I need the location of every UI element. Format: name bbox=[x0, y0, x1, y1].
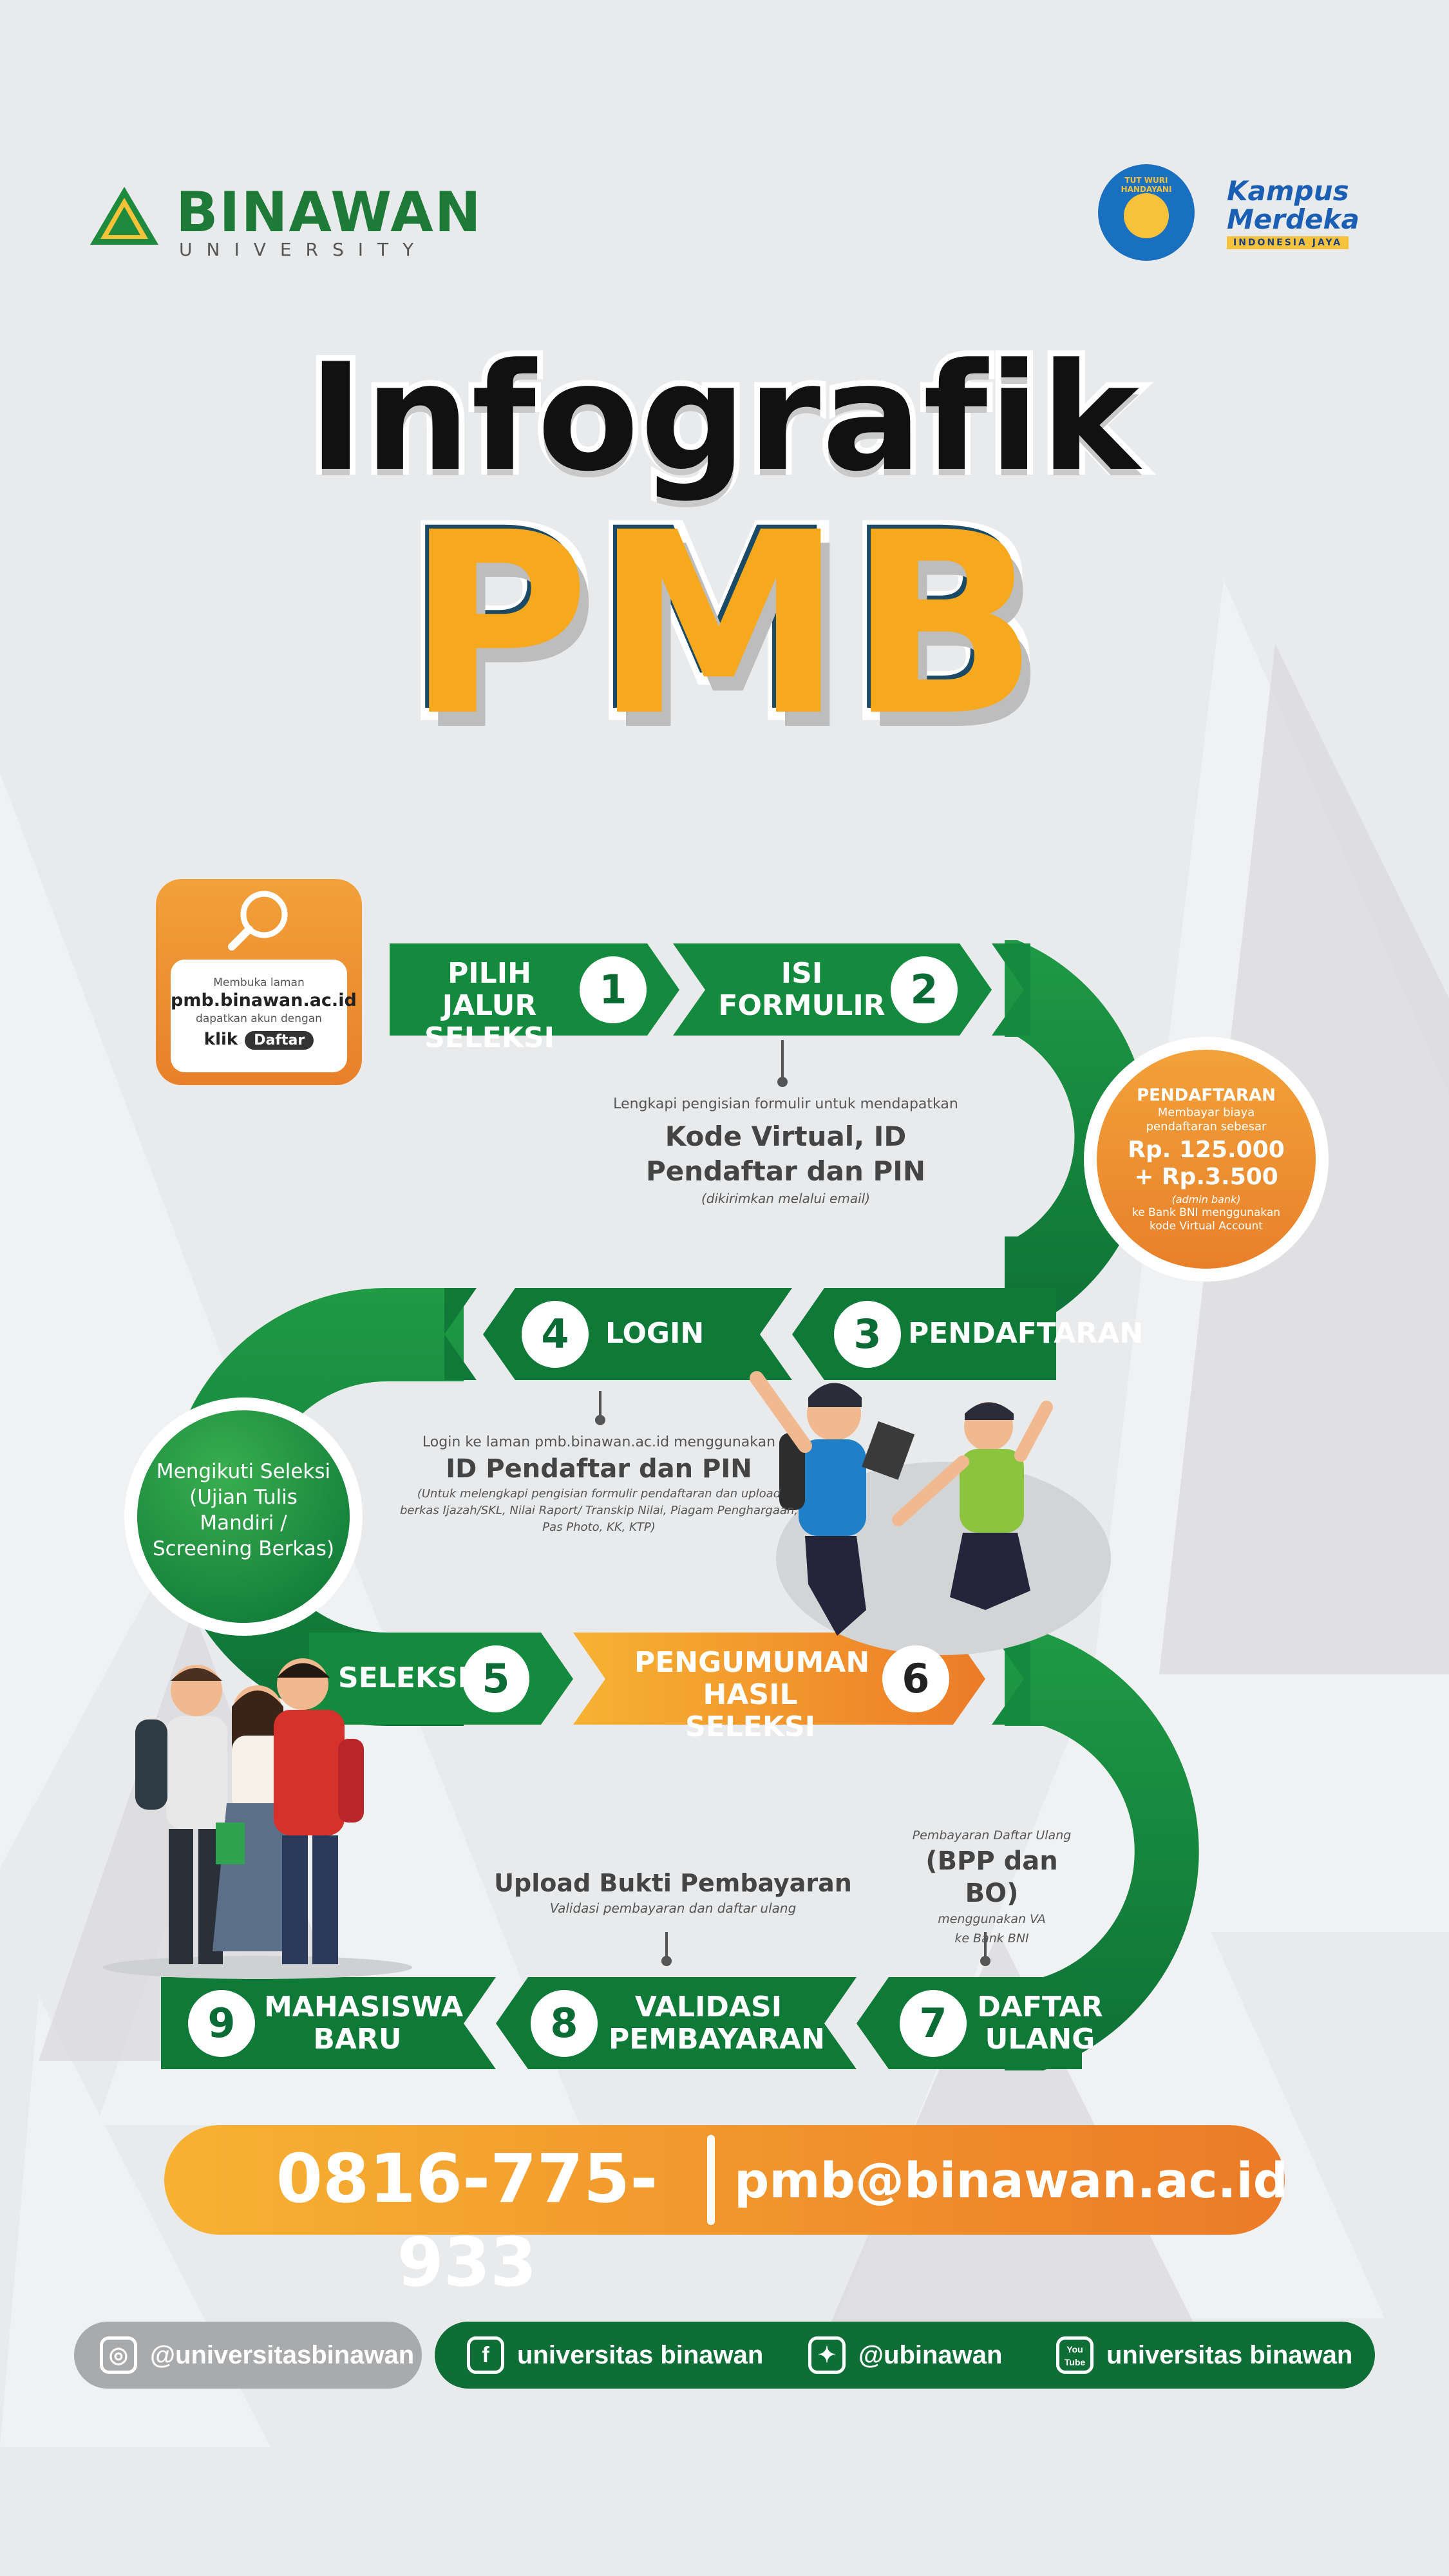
step-5-number: 5 bbox=[462, 1645, 529, 1712]
pendaftaran-title: PENDAFTARAN bbox=[1137, 1086, 1276, 1105]
note-validasi-main: Upload Bukti Pembayaran bbox=[494, 1869, 852, 1897]
note-login-main: ID Pendaftar dan PIN bbox=[446, 1454, 752, 1484]
twitter-link[interactable]: ✦ @ubinawan bbox=[808, 2322, 1002, 2389]
step-4-label: LOGIN bbox=[605, 1317, 705, 1350]
note-daftar-ulang-intro: Pembayaran Daftar Ulang bbox=[912, 1828, 1072, 1842]
note-validasi-sub: Validasi pembayaran dan daftar ulang bbox=[549, 1900, 797, 1916]
step-1-label: PILIH JALUR SELEKSI bbox=[424, 957, 554, 1054]
twitter-handle: @ubinawan bbox=[858, 2340, 1003, 2369]
instagram-pill[interactable]: ◎ @universitasbinawan bbox=[74, 2322, 422, 2389]
step-8-number: 8 bbox=[531, 1990, 598, 2057]
youtube-icon: You Tube bbox=[1056, 2336, 1094, 2374]
note-login: Login ke laman pmb.binawan.ac.id menggun… bbox=[393, 1433, 805, 1536]
note-login-intro: Login ke laman pmb.binawan.ac.id menggun… bbox=[422, 1434, 776, 1450]
title-infografik: Infografik bbox=[303, 329, 1146, 508]
instagram-handle: @universitasbinawan bbox=[150, 2340, 415, 2369]
daftar-button[interactable]: Daftar bbox=[245, 1031, 314, 1050]
twitter-icon: ✦ bbox=[808, 2336, 846, 2374]
step-2-label: ISI FORMULIR bbox=[718, 957, 886, 1022]
note-formulir-sub: (dikirimkan melalui email) bbox=[701, 1191, 871, 1206]
partner-logo-sub: INDONESIA JAYA bbox=[1227, 236, 1349, 249]
youtube-handle: universitas binawan bbox=[1106, 2340, 1353, 2369]
social-bar: f universitas binawan ✦ @ubinawan You Tu… bbox=[435, 2322, 1375, 2389]
seleksi-circle-shape bbox=[124, 1397, 363, 1636]
pendaftaran-amount1: Rp. 125.000 bbox=[1128, 1137, 1285, 1163]
step-8-label: VALIDASI PEMBAYARAN bbox=[609, 1991, 825, 2056]
step-9-label: MAHASISWA BARU bbox=[264, 1991, 464, 2056]
facebook-icon: f bbox=[467, 2336, 504, 2374]
intro-card: Membuka laman pmb.binawan.ac.id dapatkan… bbox=[171, 976, 357, 1050]
instagram-icon: ◎ bbox=[100, 2336, 137, 2374]
pendaftaran-admin: (admin bank) bbox=[1171, 1193, 1241, 1206]
step-3-label: PENDAFTARAN bbox=[908, 1317, 1144, 1350]
step-9-number: 9 bbox=[188, 1990, 255, 2057]
step-3-number: 3 bbox=[834, 1301, 901, 1368]
contact-bar-shape bbox=[164, 2125, 1285, 2235]
title-pmb-wrap: PMB bbox=[0, 478, 1449, 771]
step-6-label: PENGUMUMAN HASIL SELEKSI bbox=[634, 1646, 870, 1743]
ministry-emblem-icon bbox=[1124, 193, 1169, 238]
intro-line1: Membuka laman bbox=[213, 976, 305, 989]
facebook-handle: universitas binawan bbox=[517, 2340, 764, 2369]
intro-line2: dapatkan akun dengan bbox=[196, 1012, 322, 1025]
contact-phone[interactable]: 0816-775-933 bbox=[276, 2139, 658, 2302]
title-infografik-wrap: Infografik bbox=[0, 329, 1449, 508]
youtube-link[interactable]: You Tube universitas binawan bbox=[1056, 2322, 1352, 2389]
facebook-link[interactable]: f universitas binawan bbox=[467, 2322, 763, 2389]
note-formulir-intro: Lengkapi pengisian formulir untuk mendap… bbox=[613, 1096, 958, 1112]
partner-logo-text: Kampus Merdeka bbox=[1227, 175, 1359, 235]
title-pmb: PMB bbox=[397, 478, 1047, 771]
note-login-pin bbox=[595, 1391, 605, 1425]
pendaftaran-circle: PENDAFTARAN Membayar biaya pendaftaran s… bbox=[1111, 1085, 1302, 1233]
jumping-students-illustration bbox=[750, 1371, 1111, 1655]
pendaftaran-desc2: ke Bank BNI menggunakan kode Virtual Acc… bbox=[1132, 1206, 1281, 1233]
contact-email[interactable]: pmb@binawan.ac.id bbox=[734, 2152, 1288, 2209]
step-7-label: DAFTAR ULANG bbox=[977, 1991, 1103, 2056]
step-1-number: 1 bbox=[580, 956, 647, 1023]
intro-klik: klik bbox=[204, 1030, 238, 1049]
pendaftaran-amount2: + Rp.3.500 bbox=[1134, 1164, 1278, 1190]
pendaftaran-desc: Membayar biaya pendaftaran sebesar bbox=[1146, 1106, 1267, 1133]
step-4-number: 4 bbox=[522, 1301, 589, 1368]
pendaftaran-circle-shape bbox=[1084, 1037, 1329, 1282]
kampus-merdeka-logo: Kampus Merdeka INDONESIA JAYA bbox=[1227, 177, 1368, 249]
logo-sub: UNIVERSITY bbox=[179, 239, 428, 260]
logo-name: BINAWAN bbox=[176, 180, 482, 245]
step-6-number: 6 bbox=[882, 1645, 949, 1712]
note-formulir-main: Kode Virtual, ID Pendaftar dan PIN bbox=[645, 1121, 926, 1187]
seleksi-circle-text: Mengikuti Seleksi (Ujian Tulis Mandiri /… bbox=[152, 1460, 335, 1560]
note-daftar-ulang-main: (BPP dan BO) bbox=[925, 1846, 1058, 1908]
note-formulir: Lengkapi pengisian formulir untuk mendap… bbox=[599, 1095, 972, 1208]
intro-url: pmb.binawan.ac.id bbox=[171, 990, 357, 1010]
standing-students-illustration bbox=[103, 1658, 412, 1979]
note-formulir-pin bbox=[777, 1040, 788, 1087]
note-daftar-ulang: Pembayaran Daftar Ulang (BPP dan BO) men… bbox=[898, 1826, 1085, 1948]
note-daftar-ulang-sub: menggunakan VA ke Bank BNI bbox=[938, 1912, 1046, 1946]
note-validasi: Upload Bukti Pembayaran Validasi pembaya… bbox=[489, 1868, 857, 1918]
seleksi-circle: Mengikuti Seleksi (Ujian Tulis Mandiri /… bbox=[151, 1459, 336, 1562]
note-validasi-pin bbox=[661, 1932, 672, 1966]
step-2-number: 2 bbox=[891, 956, 958, 1023]
note-daftar-ulang-pin bbox=[980, 1932, 990, 1966]
note-login-sub: (Untuk melengkapi pengisian formulir pen… bbox=[399, 1487, 799, 1534]
step-7-number: 7 bbox=[900, 1990, 967, 2057]
ministry-logo: TUT WURI HANDAYANI bbox=[1098, 164, 1195, 261]
binawan-logo-icon bbox=[90, 187, 158, 245]
ministry-logo-text: TUT WURI HANDAYANI bbox=[1121, 176, 1172, 194]
step-5-label: SELEKSI bbox=[338, 1662, 468, 1694]
